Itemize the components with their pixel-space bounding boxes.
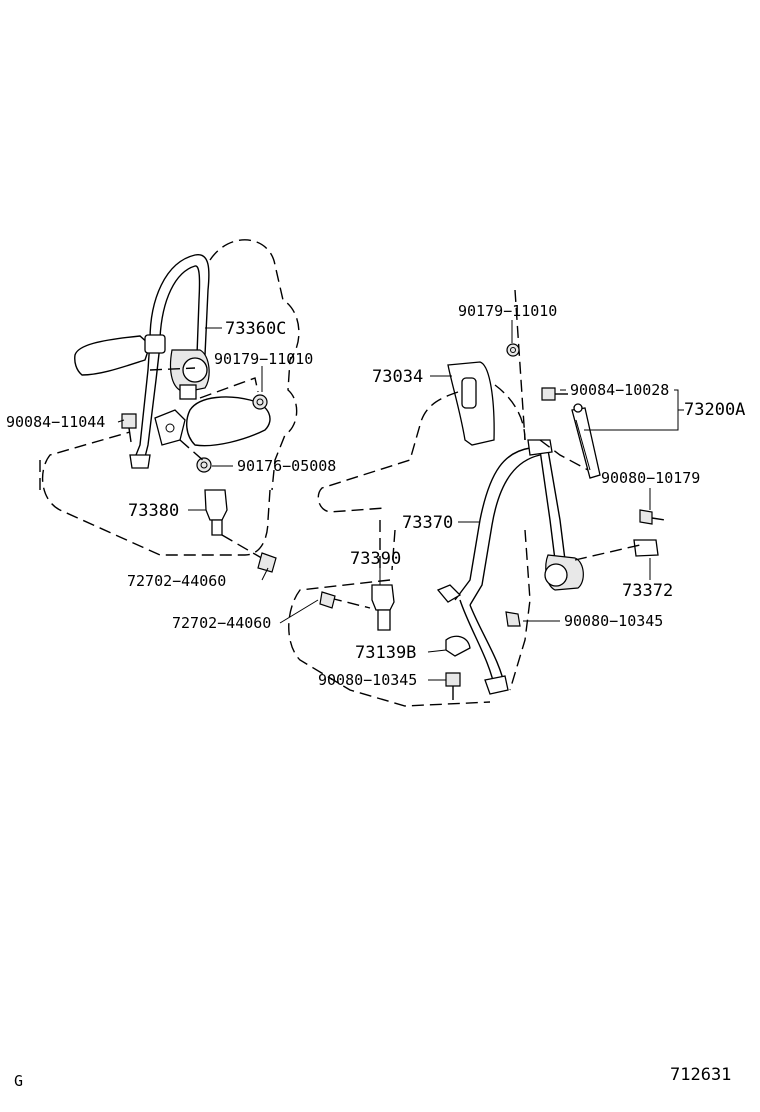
corner-letter: G xyxy=(14,1072,23,1090)
label-90080-10179: 90080−10179 xyxy=(601,469,700,487)
label-72702-44060-left: 72702−44060 xyxy=(127,572,226,590)
label-90084-11044: 90084−11044 xyxy=(6,413,105,431)
nut-90179-11010-right xyxy=(506,343,520,357)
bolt-72702-44060-left xyxy=(257,552,277,573)
cover-73139B xyxy=(445,635,471,657)
label-73200A: 73200A xyxy=(684,400,745,420)
nut-90176-05008 xyxy=(196,457,212,473)
bolt-90084-11044 xyxy=(121,413,137,443)
label-73034: 73034 xyxy=(372,367,423,387)
label-73372: 73372 xyxy=(622,581,673,601)
label-90080-10345-right: 90080−10345 xyxy=(564,612,663,630)
label-90179-11010-left: 90179−11010 xyxy=(214,350,313,368)
bolt-90080-10345-right xyxy=(505,611,521,627)
label-90176-05008: 90176−05008 xyxy=(237,457,336,475)
bolt-90084-10028 xyxy=(541,387,568,401)
label-73390: 73390 xyxy=(350,549,401,569)
bolt-90080-10345-bottom xyxy=(445,672,461,700)
bolt-90080-10179 xyxy=(639,509,666,525)
label-90080-10345-bottom: 90080−10345 xyxy=(318,671,417,689)
label-73360C: 73360C xyxy=(225,319,286,339)
label-73139B: 73139B xyxy=(355,643,416,663)
figure-number: 712631 xyxy=(670,1065,731,1085)
bolt-90179-11010-left xyxy=(252,394,268,410)
label-90084-10028: 90084−10028 xyxy=(570,381,669,399)
label-73380: 73380 xyxy=(128,501,179,521)
part-73360C-seat-belt-assembly xyxy=(129,254,210,469)
buckle-73390 xyxy=(329,584,395,631)
label-72702-44060-mid: 72702−44060 xyxy=(172,614,271,632)
part-73370-seat-belt-assembly xyxy=(436,439,584,695)
part-73200A-shoulder-anchor-adjuster xyxy=(571,403,601,479)
label-73370: 73370 xyxy=(402,513,453,533)
buckle-73380 xyxy=(204,489,266,561)
bracket-73372 xyxy=(574,539,659,561)
right-seat-outline xyxy=(288,289,531,707)
bolt-72702-44060-mid xyxy=(319,591,336,609)
leader-lines xyxy=(117,320,684,681)
label-90179-11010-right: 90179−11010 xyxy=(458,302,557,320)
left-seat-outline xyxy=(39,239,300,556)
